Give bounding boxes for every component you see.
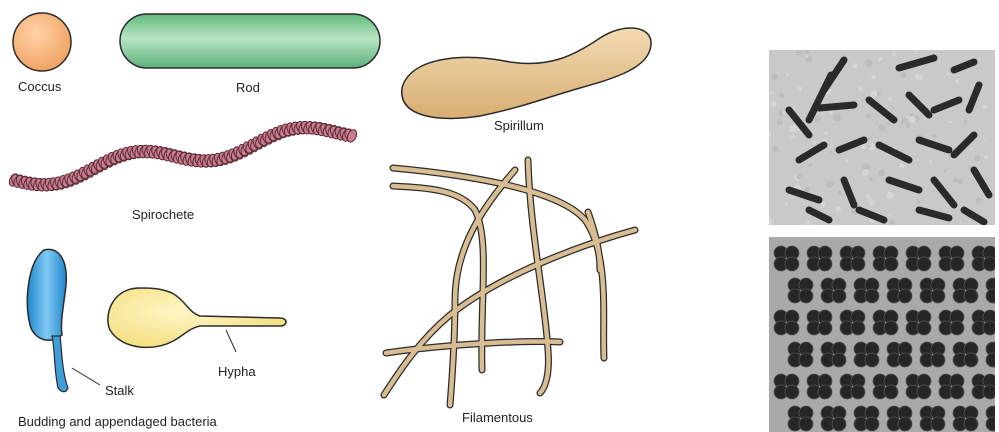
rod-label: Rod bbox=[236, 80, 260, 95]
stalk-label: Stalk bbox=[105, 383, 134, 398]
hypha-shape bbox=[108, 288, 286, 352]
filamentous-label: Filamentous bbox=[462, 410, 533, 425]
spirochete-label: Spirochete bbox=[132, 207, 194, 222]
budding-label: Budding and appendaged bacteria bbox=[18, 414, 217, 429]
rod-shape bbox=[120, 14, 380, 68]
spirochete-shape bbox=[7, 120, 358, 193]
spirillum-shape bbox=[402, 28, 651, 118]
spirillum-label: Spirillum bbox=[494, 118, 544, 133]
coccus-label: Coccus bbox=[18, 79, 61, 94]
budding-stalk-shape bbox=[27, 249, 100, 391]
filamentous-shape bbox=[384, 160, 635, 405]
hypha-label: Hypha bbox=[218, 364, 256, 379]
rod-micrograph bbox=[769, 50, 995, 225]
coccus-shape bbox=[13, 13, 71, 71]
coccus-micrograph bbox=[769, 237, 995, 432]
